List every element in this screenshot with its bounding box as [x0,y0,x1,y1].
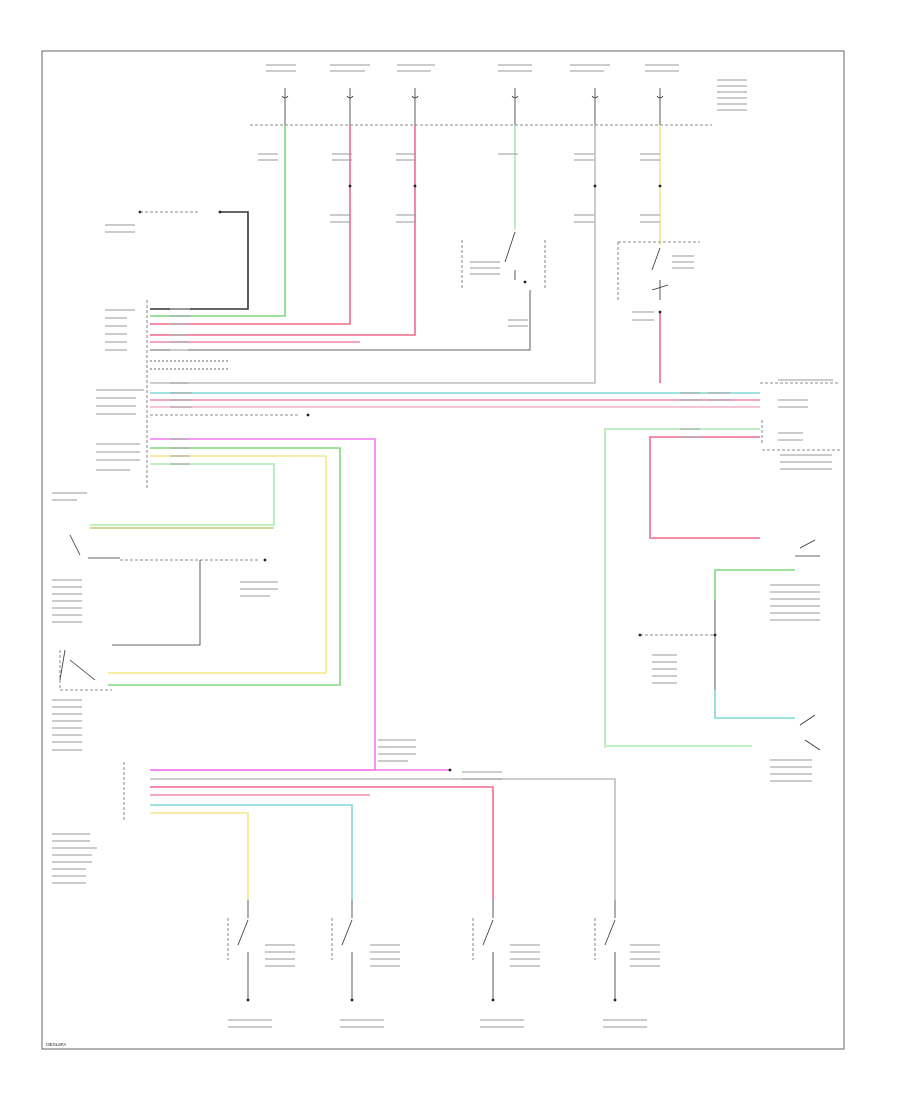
cross-harness [150,382,840,417]
switch-bottom-2 [331,900,354,1002]
wire-red-feed-2 [150,125,351,325]
fuse-panel-group [250,88,712,126]
switch-bottom-4 [594,900,617,1002]
wire-yellow-side [108,455,327,674]
fuse-3 [411,88,419,125]
fuse-4 [511,88,519,125]
fuse-5 [591,88,599,125]
wire-light-green-right [604,428,760,747]
wire-magenta-main [150,438,376,771]
passenger-seat-switches [604,539,821,751]
fuse-6 [656,88,664,125]
wire-green-side [108,447,341,686]
wire-red-feed-3 [150,125,416,336]
left-side-harness [59,438,376,771]
wire-gray-feed [150,125,596,384]
switch-passenger-sensor [799,714,821,751]
wire-cyan-passenger [714,690,795,719]
switch-left-2 [59,649,96,681]
power-feeds [138,125,700,384]
fuse-2 [346,88,354,125]
switch-top-middle [504,231,516,280]
wire-green-passenger [714,569,795,600]
wire-green-feed [150,125,286,317]
diagram-frame [41,50,845,1050]
switch-left-1 [69,534,120,559]
wire-yellow-bottom [150,812,249,900]
wire-red-bottom [150,786,494,900]
fuse-1 [281,88,289,125]
wire-cyan-bottom [150,804,353,900]
diagram-id: I3ESL6FA [46,1042,66,1047]
switch-top-right [651,247,669,300]
annotation-blocks [52,64,833,1028]
wire-light-green-side [90,463,275,526]
switch-bottom-1 [227,900,250,1002]
switch-passenger-buckle [795,539,820,557]
wire-red-right [649,436,760,539]
bottom-switch-row [227,900,617,1002]
left-module-connector [146,300,230,490]
wire-black-ground-top [150,211,249,310]
bottom-module-connector [123,762,616,900]
switch-bottom-3 [472,900,495,1002]
wire-gray-bottom [150,778,616,900]
